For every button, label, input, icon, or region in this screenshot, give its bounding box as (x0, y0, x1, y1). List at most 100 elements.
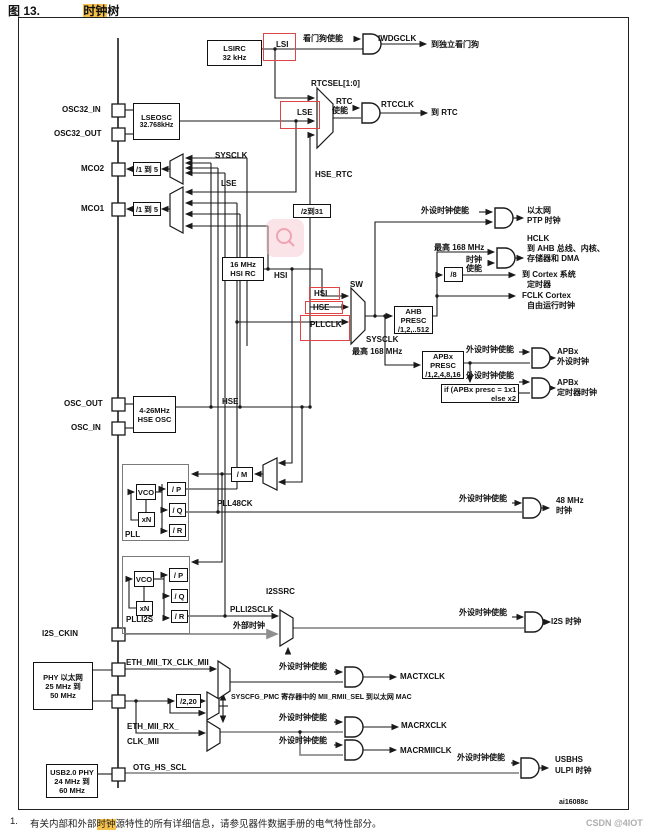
mco1-mux (169, 185, 184, 235)
mactx-enable-label: 外设时钟使能 (279, 662, 327, 671)
figure-number: 图 13. (8, 4, 41, 18)
lsirc-line2: 32 kHz (222, 53, 247, 62)
plli2s-r: / R (174, 612, 185, 621)
wires-black (93, 35, 557, 775)
usbhs-gate (520, 757, 540, 779)
hsi-wire-label: HSI (274, 271, 288, 280)
eth-tx-mux (217, 659, 231, 701)
csdn-watermark: CSDN @4IOT (586, 818, 643, 828)
eth-rmii-mux (206, 690, 220, 722)
pll-vco: VCO (137, 487, 155, 497)
to-iwdg-label: 到独立看门狗 (431, 40, 479, 49)
phy-line2: 25 MHz 到 (45, 681, 81, 691)
hclk-enable-label-1: 时钟 (466, 255, 482, 264)
pin-eth-rx-clk (111, 694, 126, 709)
pll-r-box: / R (169, 524, 186, 537)
ifbox-line1: if (APBx presc = 1x1 (444, 384, 517, 394)
external-clock-label: 外部时钟 (233, 621, 265, 630)
apbx-line2: PRESC (430, 360, 456, 370)
i2s-enable-label: 外设时钟使能 (459, 608, 507, 617)
usbhs-label-1: USBHS (555, 755, 584, 764)
macrmiiclk-label: MACRMIICLK (400, 746, 452, 755)
usb-phy-box: USB2.0 PHY 24 MHz 到 60 MHz (46, 764, 98, 798)
mco2-prescaler: /1 到 5 (135, 164, 159, 174)
rtc-gate (361, 102, 381, 124)
footnote-highlight: 时钟 (96, 819, 116, 830)
pll-source-mux (262, 457, 278, 491)
apbx-timer-mult-box: if (APBx presc = 1x1 else x2 (441, 384, 519, 403)
eth-tx-clk-label: ETH_MII_TX_CLK_MII (126, 658, 209, 667)
i2ssrc-label: I2SSRC (266, 587, 295, 596)
pll-vco-box: VCO (136, 484, 156, 500)
ahb-line2: PRESC (400, 315, 427, 325)
rtcsel-label: RTCSEL[1:0] (311, 79, 360, 88)
eth-ptp-label-1: 以太网 (527, 206, 551, 215)
apbx-line1: APBx (432, 351, 453, 361)
sysclk-sw-mux (350, 286, 366, 346)
sysclk-out-label: SYSCLK (366, 335, 399, 344)
lseosc-line2: 32.768kHz (139, 122, 174, 129)
pll-label: PLL (125, 530, 141, 539)
sysclk-max-label: 最高 168 MHz (352, 347, 403, 356)
rtcclk-label: RTCCLK (381, 100, 414, 109)
phy-line3: 50 MHz (50, 690, 76, 700)
apbx-timer-enable-label: 外设时钟使能 (466, 371, 514, 380)
ptp-gate (494, 207, 514, 229)
hsi-rc-line1: 16 MHz (230, 260, 256, 269)
hse-highlight-box (305, 301, 343, 314)
macrxclk-label: MACRXCLK (401, 721, 447, 730)
sysclk-mco-label: SYSCLK (215, 151, 248, 160)
lse-label: LSE (297, 108, 313, 117)
pll-q: / Q (172, 505, 183, 515)
fclk-label-1: FCLK Cortex (522, 291, 571, 300)
apbx-periph-label-2: 外设时钟 (557, 357, 589, 366)
clk48-enable-label: 外设时钟使能 (459, 494, 507, 503)
hsi-rc-line2: HSI RC (230, 269, 256, 278)
footnote-text: 有关内部和外部时钟源特性的所有详细信息，请参见器件数据手册的电气特性部分。 (30, 816, 382, 830)
pin-mco1 (111, 202, 126, 217)
apbx-periph-gate (531, 347, 551, 369)
usb-line2: 24 MHz 到 (54, 776, 90, 786)
plli2s-q-box: / Q (171, 589, 188, 603)
pin-osc32-in (111, 103, 126, 118)
hse-osc-line2: HSE OSC (137, 414, 172, 424)
div220: /2,20 (180, 696, 197, 706)
pll-r: / R (172, 526, 183, 535)
apbx-timer-label-2: 定时器时钟 (557, 388, 597, 397)
cortex-timer-label-2: 定时器 (527, 280, 551, 289)
rtc-enable-label-2: 使能 (332, 106, 348, 115)
watchdog-enable-label: 看门狗使能 (303, 34, 343, 43)
to-rtc-label: 到 RTC (431, 108, 458, 117)
plli2s-vco-box: VCO (134, 571, 154, 587)
rtc-enable-label-1: RTC (336, 97, 353, 106)
footnote-number: 1. (10, 816, 18, 827)
figure-id-label: ai16088c (559, 799, 589, 806)
figure-title: 图 13. 时钟树 (8, 2, 119, 19)
pin-label-mco2: MCO2 (81, 164, 105, 173)
hse-rtc-prescaler-box: /2到31 (293, 204, 331, 218)
eth-prescaler-box: /2,20 (176, 694, 201, 708)
pin-i2s-ckin (111, 627, 126, 642)
apbx-line3: /1,2,4,8,16 (425, 369, 461, 379)
hsi-mux-label: HSI (314, 289, 328, 298)
macrx-enable-label: 外设时钟使能 (279, 713, 327, 722)
title-highlight: 时钟 (83, 4, 108, 18)
i2s-mux (279, 608, 294, 648)
apbx-timer-label-1: APBx (557, 378, 579, 387)
plli2s-xn-box: xN (136, 601, 153, 616)
lsi-label: LSI (276, 40, 289, 49)
usbhs-enable-label: 外设时钟使能 (457, 753, 505, 762)
hse-rtc-label: HSE_RTC (315, 170, 353, 179)
pll-p: / P (171, 484, 182, 494)
pll-m-divider-box: / M (231, 467, 253, 482)
magnifier-watermark-icon[interactable] (266, 219, 304, 257)
syscfg-pmc-label: SYSCFG_PMC 寄存器中的 MII_RMII_SEL 到以太网 MAC (231, 694, 412, 701)
i2s-gate (524, 611, 544, 633)
mco1-prescaler: /1 到 5 (135, 204, 159, 214)
usbhs-label-2: ULPI 时钟 (555, 766, 592, 775)
mactxclk-label: MACTXCLK (400, 672, 445, 681)
plli2s-xn: xN (139, 604, 150, 613)
pin-label-osc32-out: OSC32_OUT (54, 129, 102, 138)
